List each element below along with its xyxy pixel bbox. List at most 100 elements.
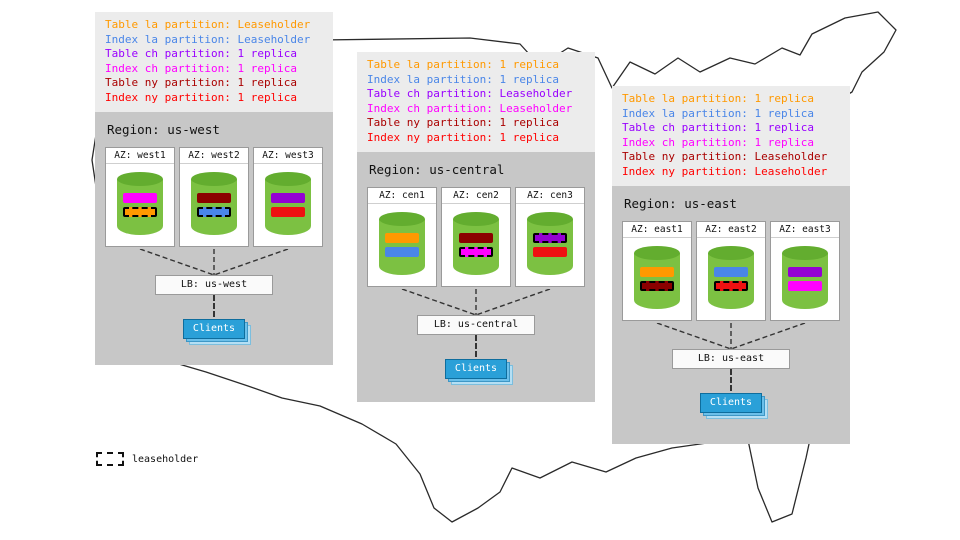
partition-bar	[197, 207, 231, 217]
partition-bar	[788, 267, 822, 277]
cylinder-top	[117, 172, 163, 186]
database-cylinder	[453, 212, 499, 276]
partition-bar	[197, 193, 231, 203]
az-box-cen2: AZ: cen2	[441, 187, 511, 287]
az-box-east3: AZ: east3	[770, 221, 840, 321]
partition-bar	[385, 233, 419, 243]
az-to-lb-connectors	[139, 249, 289, 275]
leaseholder-key: leaseholder	[96, 452, 198, 466]
database-cylinder	[265, 172, 311, 236]
az-label: AZ: east1	[623, 222, 691, 238]
legend-us-west: Table la partition: Leaseholder Index la…	[95, 12, 333, 112]
partition-bar	[459, 247, 493, 257]
partition-bar	[271, 207, 305, 217]
region-us-west: Region: us-west AZ: west1 AZ: west2	[95, 112, 333, 365]
az-box-east2: AZ: east2	[696, 221, 766, 321]
partition-bars	[265, 193, 311, 217]
clients-box: Clients	[445, 359, 507, 379]
partition-bar	[385, 247, 419, 257]
partition-bars	[191, 193, 237, 217]
az-box-cen1: AZ: cen1	[367, 187, 437, 287]
legend-line: Table ch partition: 1 replica	[622, 121, 815, 135]
partition-bar	[788, 281, 822, 291]
legend-line: Index ny partition: 1 replica	[105, 90, 298, 104]
legend-line: Table ch partition: 1 replica	[105, 47, 298, 61]
legend-line: Table la partition: Leaseholder	[105, 18, 311, 31]
legend-us-east: Table la partition: 1 replica Index la p…	[612, 86, 850, 186]
region-us-central: Region: us-central AZ: cen1 AZ: cen2	[357, 152, 595, 402]
az-to-lb-connectors	[656, 323, 806, 349]
cylinder-top	[708, 246, 754, 260]
legend-line: Index la partition: 1 replica	[622, 106, 815, 120]
az-box-west1: AZ: west1	[105, 147, 175, 247]
partition-bar	[714, 267, 748, 277]
lb-to-clients-connector	[730, 369, 732, 391]
az-label: AZ: west1	[106, 148, 174, 164]
legend-line: Index ny partition: 1 replica	[367, 130, 560, 144]
az-row: AZ: west1 AZ: west2	[105, 147, 323, 247]
legend-line: Index la partition: 1 replica	[367, 72, 560, 86]
legend-line: Table ny partition: 1 replica	[367, 116, 560, 130]
cylinder-top	[782, 246, 828, 260]
legend-line: Index ch partition: 1 replica	[105, 61, 298, 75]
legend-line: Table ny partition: Leaseholder	[622, 150, 828, 164]
partition-bars	[453, 233, 499, 257]
database-cylinder	[379, 212, 425, 276]
legend-line: Table ch partition: Leaseholder	[367, 87, 573, 101]
region-title: Region: us-west	[107, 122, 220, 137]
az-row: AZ: east1 AZ: east2	[622, 221, 840, 321]
partition-bar	[640, 267, 674, 277]
legend-line: Index ch partition: Leaseholder	[367, 101, 573, 115]
az-label: AZ: east2	[697, 222, 765, 238]
database-cylinder	[117, 172, 163, 236]
legend-us-central: Table la partition: 1 replica Index la p…	[357, 52, 595, 152]
partition-bar	[533, 233, 567, 243]
partition-bar	[533, 247, 567, 257]
az-label: AZ: east3	[771, 222, 839, 238]
partition-bar	[271, 193, 305, 203]
region-title: Region: us-central	[369, 162, 505, 177]
az-box-cen3: AZ: cen3	[515, 187, 585, 287]
database-cylinder	[191, 172, 237, 236]
az-row: AZ: cen1 AZ: cen2	[367, 187, 585, 287]
partition-bar	[123, 207, 157, 217]
legend-line: Table la partition: 1 replica	[622, 92, 815, 105]
az-box-east1: AZ: east1	[622, 221, 692, 321]
legend-line: Index ch partition: 1 replica	[622, 135, 815, 149]
legend-line: Index ny partition: Leaseholder	[622, 164, 828, 178]
database-cylinder	[708, 246, 754, 310]
partition-bars	[708, 267, 754, 291]
region-us-east: Region: us-east AZ: east1 AZ: east2	[612, 186, 850, 444]
clients-box: Clients	[183, 319, 245, 339]
region-title: Region: us-east	[624, 196, 737, 211]
az-to-lb-connectors	[401, 289, 551, 315]
az-label: AZ: west3	[254, 148, 322, 164]
partition-bars	[782, 267, 828, 291]
lb-to-clients-connector	[213, 295, 215, 317]
load-balancer: LB: us-east	[672, 349, 790, 369]
partition-bars	[527, 233, 573, 257]
database-cylinder	[782, 246, 828, 310]
database-cylinder	[634, 246, 680, 310]
legend-line: Table ny partition: 1 replica	[105, 76, 298, 90]
cylinder-top	[453, 212, 499, 226]
partition-bars	[379, 233, 425, 257]
lb-to-clients-connector	[475, 335, 477, 357]
partition-bars	[634, 267, 680, 291]
cylinder-top	[527, 212, 573, 226]
az-label: AZ: west2	[180, 148, 248, 164]
partition-bar	[123, 193, 157, 203]
az-label: AZ: cen1	[368, 188, 436, 204]
load-balancer: LB: us-central	[417, 315, 535, 335]
legend-line: Index la partition: Leaseholder	[105, 32, 311, 46]
load-balancer: LB: us-west	[155, 275, 273, 295]
cylinder-top	[379, 212, 425, 226]
clients-stack: Clients	[445, 359, 513, 385]
partition-bar	[714, 281, 748, 291]
cylinder-top	[634, 246, 680, 260]
cylinder-top	[265, 172, 311, 186]
az-label: AZ: cen3	[516, 188, 584, 204]
az-label: AZ: cen2	[442, 188, 510, 204]
partition-bar	[459, 233, 493, 243]
